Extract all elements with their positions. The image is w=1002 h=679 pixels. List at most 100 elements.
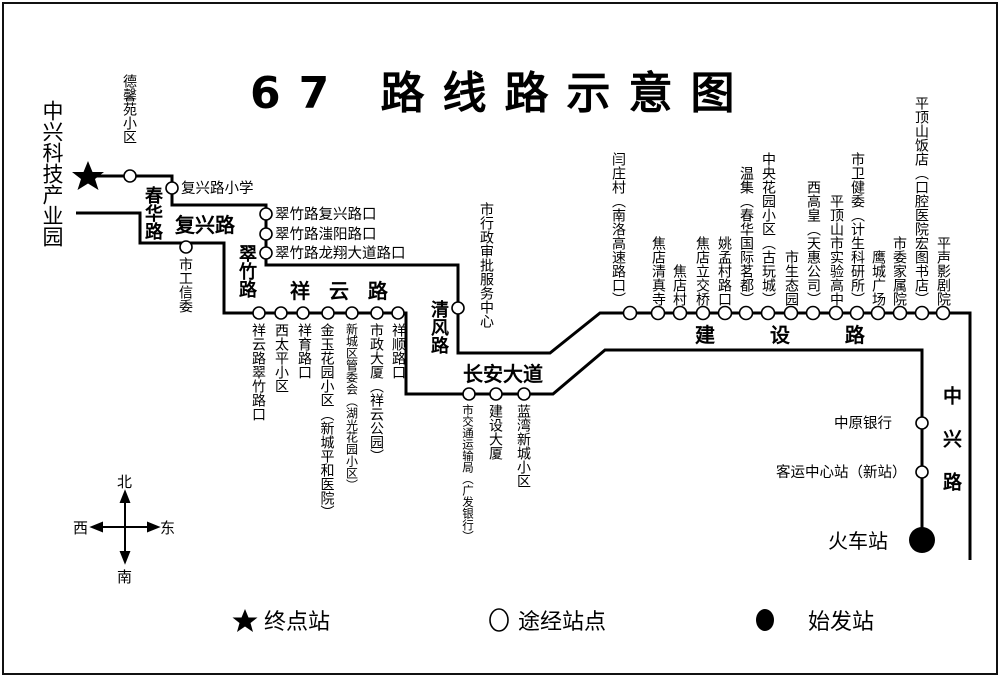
stop-jianshe-2[interactable] [672,305,688,321]
stop-label-jianshe-4: 姚孟村路口 [716,236,732,306]
legend-hollow-circle-icon [489,608,509,632]
stop-xiangyun-5[interactable] [370,306,384,320]
stop-cz-yuyang[interactable] [259,227,273,241]
stops-upper [123,169,465,315]
stop-label-xiangyun-6: 祥顺路口 [390,323,406,379]
stop-cz-longxiang[interactable] [259,246,273,260]
stop-label-cz-longxiang: 翠竹路龙翔大道路口 [275,245,406,262]
stop-label-xiangyun-2: 祥育路口 [296,323,312,379]
stop-jianshe-13[interactable] [914,305,930,321]
road-fuxing: 复兴路 [174,213,236,237]
stop-label-jianshe-8: 西高皇（天惠公司） [805,180,821,306]
stop-jianshe-11[interactable] [870,305,886,321]
road-qingfeng: 清风路 [428,300,449,354]
stop-label-jianshe-7: 市生态园 [783,250,799,306]
stop-label-dexin: 德馨苑小区 [121,74,137,144]
legend-star-icon [232,609,258,632]
stop-jianshe-7[interactable] [783,305,799,321]
road-xiangyun: 祥 云 路 [290,279,394,303]
stop-label-jianshe-0: 闫庄村（南洛高速路口） [610,152,626,306]
stop-label-jianshe-10: 市卫健委（计生科研所） [849,152,865,306]
stop-label-jianshe-3: 焦店立交桥 [694,236,710,306]
stop-label-jianshe-12: 市委家属院 [891,236,907,306]
stop-fuxing-school[interactable] [165,181,179,195]
stop-label-jianshe-1: 焦店清真寺 [650,236,666,306]
stop-label-jianshe-5: 温集（春华国际茗都） [738,166,754,306]
compass-south: 南 [117,568,132,586]
stop-label-xiangyun-0: 祥云路翠竹路口 [250,323,266,421]
road-changan: 长安大道 [463,362,543,386]
stop-gongxinwei[interactable] [179,240,193,254]
legend-via-label: 途经站点 [518,610,606,635]
stop-jianshe-4[interactable] [717,305,733,321]
terminal-star-icon [72,161,104,190]
stops-jianshe [622,305,951,321]
stop-label-jianshe-6: 中央花园小区（古玩城） [760,152,776,306]
origin-station-label: 火车站 [828,529,888,553]
stop-changan-0[interactable] [462,387,476,401]
road-jianshe: 建 设 路 [695,323,889,347]
stop-xiangyun-6[interactable] [391,306,405,320]
compass-east: 东 [160,519,175,537]
stop-label-jianshe-0-group: 闫庄村（南洛高速路口） [610,152,626,306]
stop-jianshe-10[interactable] [849,305,865,321]
stop-xingzheng[interactable] [451,301,465,315]
stop-changan-2[interactable] [517,387,531,401]
stop-dexin[interactable] [123,169,137,183]
stop-xiangyun-0[interactable] [252,306,266,320]
compass-north: 北 [117,473,132,491]
stop-label-gongxinwei: 市工信委 [177,257,193,313]
stop-xiangyun-2[interactable] [296,306,310,320]
route-line-lower [76,211,924,540]
stop-zhongyuan-bank[interactable] [915,416,929,430]
stop-jianshe-0[interactable] [622,305,638,321]
stop-jianshe-6[interactable] [760,305,776,321]
stop-label-jianshe-14: 平声影剧院 [935,236,951,306]
legend-filled-circle-icon [756,609,774,631]
compass-icon [89,489,161,565]
stop-label-xiangyun-4: 新城区管委会（湖光花园小区） [344,323,359,491]
stop-label-changan-0: 市交通运输局（广发银行） [461,404,475,542]
stop-label-cz-fuxing: 翠竹路复兴路口 [275,205,377,223]
stop-jianshe-1[interactable] [650,305,666,321]
stop-jianshe-9[interactable] [828,305,844,321]
road-chunhua: 春华路 [142,186,163,240]
stop-label-changan-2: 蓝湾新城小区 [515,404,531,488]
stop-jianshe-5[interactable] [738,305,754,321]
stop-jianshe-14[interactable] [935,305,951,321]
stop-xiangyun-4[interactable] [345,306,359,320]
stop-label-xingzheng: 市行政审批服务中心 [478,202,494,328]
stop-jianshe-3[interactable] [695,305,711,321]
stop-jianshe-12[interactable] [892,305,908,321]
stop-label-fuxing-school: 复兴路小学 [181,179,254,197]
page-title: 67 路线路示意图 [250,68,753,119]
stop-xiangyun-1[interactable] [274,306,288,320]
stops-lower [179,240,531,401]
legend-terminal-label: 终点站 [264,610,330,635]
stop-label-jianshe-9: 平顶山市实验高中 [828,194,844,306]
stop-label-keyun: 客运中心站（新站） [776,464,907,481]
stop-label-jianshe-2: 焦店村 [671,264,687,306]
stop-xiangyun-3[interactable] [321,306,335,320]
stop-label-jianshe-13: 平顶山饭店（口腔医院宏图书店） [913,96,929,306]
stop-label-jianshe-11: 鹰城广场 [870,250,886,306]
stop-label-xiangyun-3: 金玉花园小区（新城平和医院） [318,323,335,519]
stop-label-zhongyuan-bank: 中原银行 [834,415,892,432]
stop-changan-1[interactable] [489,387,503,401]
road-cuizhu: 翠竹路 [236,244,257,298]
stop-label-cz-yuyang: 翠竹路滍阳路口 [275,226,377,243]
stop-label-xiangyun-1: 西太平小区 [273,323,289,393]
stop-keyun[interactable] [915,465,929,479]
stop-label-xiangyun-5: 市政大厦（祥云公园） [368,323,384,463]
stop-jianshe-8[interactable] [805,305,821,321]
stop-label-changan-1: 建设大厦 [487,404,503,460]
stop-cz-fuxing[interactable] [259,207,273,221]
compass-west: 西 [73,519,88,537]
terminal-area-vlabel: 中兴科技产业园 [40,100,64,247]
origin-station-icon[interactable] [909,527,935,553]
legend-origin-label: 始发站 [808,610,874,635]
stops-zhongxing [915,416,929,479]
